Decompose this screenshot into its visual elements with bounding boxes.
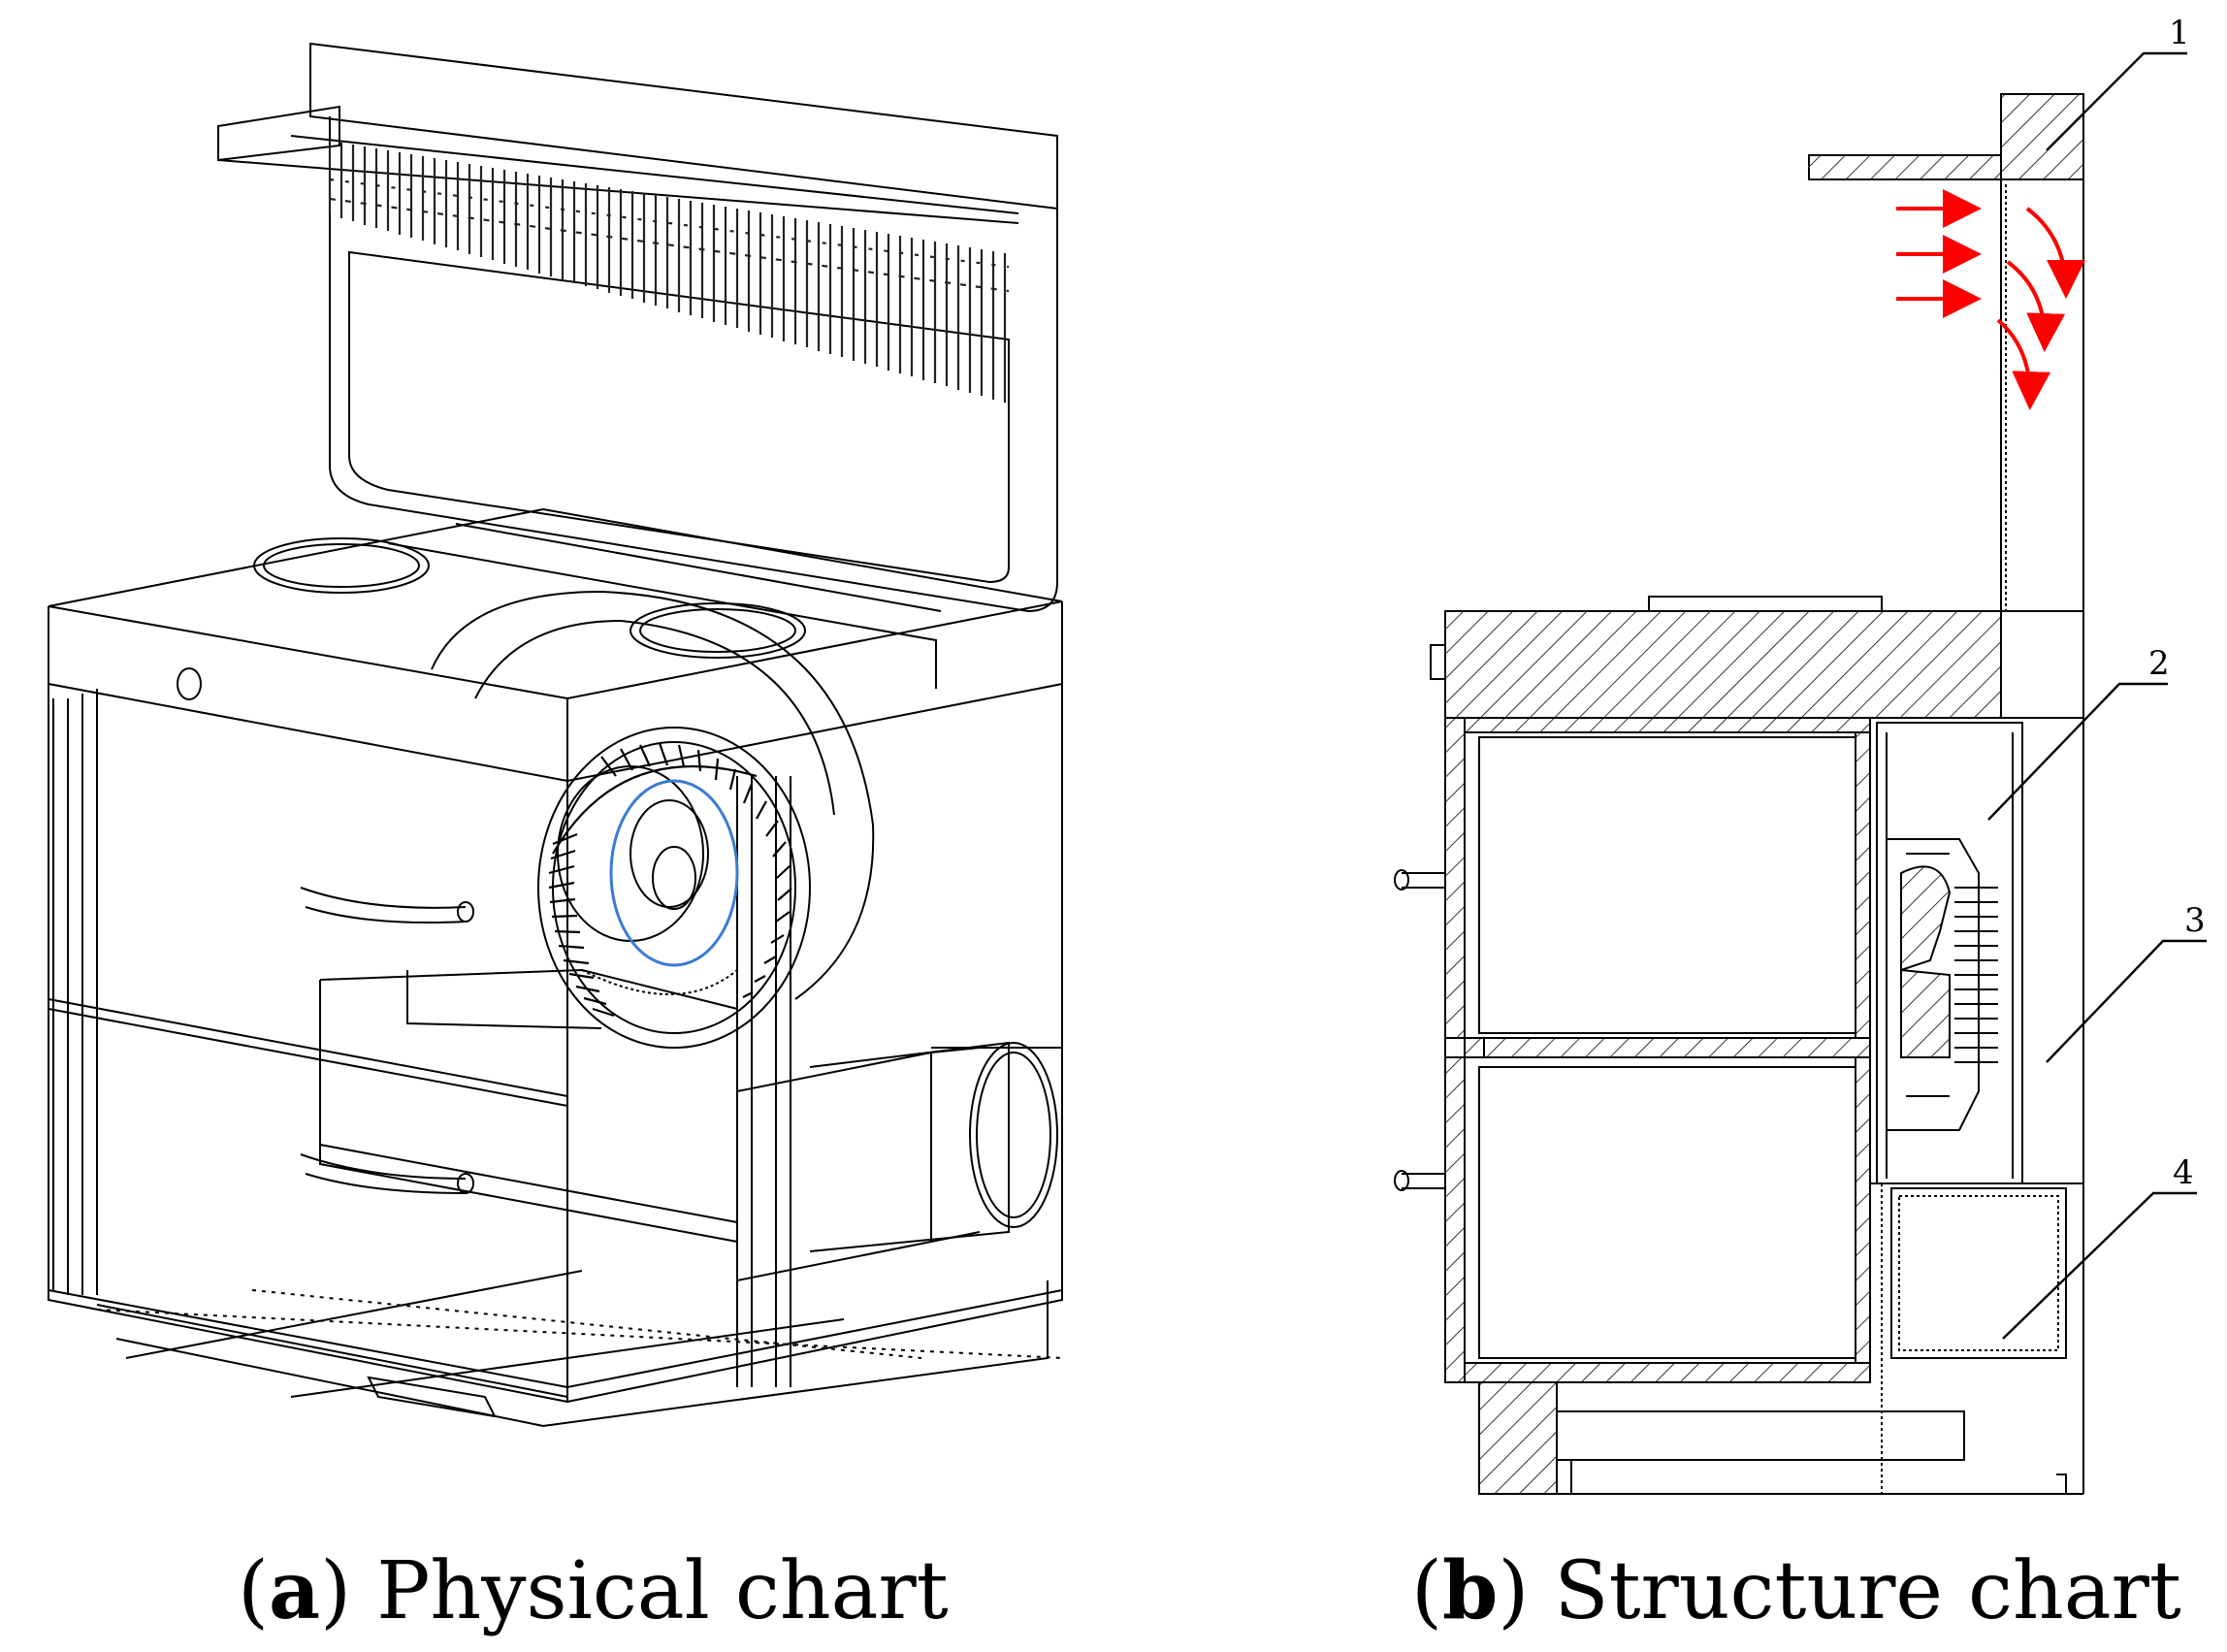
caption-b-text: Structure chart bbox=[1554, 1545, 2181, 1637]
caption-structure-chart: (b) Structure chart bbox=[1411, 1544, 2181, 1637]
cabinet-top bbox=[48, 507, 1063, 783]
caption-physical-chart: (a) Physical chart bbox=[238, 1544, 949, 1637]
callout-2: 2 bbox=[2148, 644, 2170, 683]
callout-3: 3 bbox=[2184, 901, 2206, 940]
base-plinth bbox=[1478, 1381, 2083, 1495]
callout-1: 1 bbox=[2169, 14, 2190, 52]
duct-outlet bbox=[809, 1041, 1058, 1252]
caption-a-letter: a bbox=[269, 1544, 321, 1637]
vent-slots bbox=[328, 141, 1010, 403]
counter-slab bbox=[1430, 596, 2084, 719]
backsplash-panel bbox=[217, 42, 1058, 613]
filter-box bbox=[1890, 1187, 2067, 1359]
drawers bbox=[1444, 717, 1871, 1383]
fan-column bbox=[1870, 717, 2084, 1494]
caption-a-text: Physical chart bbox=[376, 1545, 949, 1637]
drawer-handles bbox=[177, 667, 474, 1194]
impeller-blades bbox=[548, 742, 792, 1018]
blue-impeller-ring bbox=[609, 779, 739, 967]
structure-handles bbox=[1394, 869, 1445, 1191]
callout-4: 4 bbox=[2173, 1153, 2194, 1192]
structure-chart-drawing: 1 2 3 4 bbox=[1394, 14, 2207, 1495]
leader-lines bbox=[1987, 51, 2207, 1340]
caption-b-letter: b bbox=[1442, 1544, 1499, 1637]
physical-chart-drawing bbox=[48, 42, 1063, 1428]
airflow-arrows bbox=[1896, 189, 2085, 410]
fan-housing bbox=[431, 590, 875, 1049]
backsplash-cap bbox=[1808, 93, 2084, 612]
